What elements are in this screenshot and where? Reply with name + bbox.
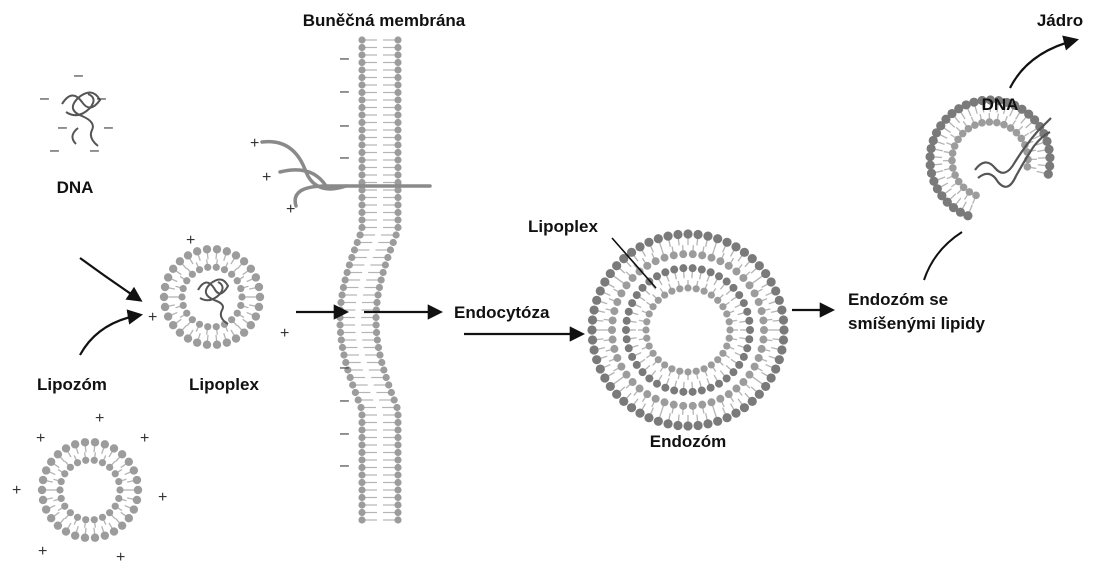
endosome-escape-arc <box>924 95 1055 280</box>
svg-text:+: + <box>95 410 104 427</box>
svg-text:+: + <box>280 325 289 342</box>
svg-text:–: – <box>40 90 49 107</box>
svg-text:–: – <box>90 142 99 159</box>
svg-text:–: – <box>340 83 349 100</box>
label-liposome: Lipozóm <box>37 375 107 394</box>
svg-text:+: + <box>38 543 47 560</box>
svg-text:+: + <box>158 489 167 506</box>
svg-text:+: + <box>116 549 125 565</box>
svg-text:–: – <box>97 90 106 107</box>
svg-text:–: – <box>50 142 59 159</box>
svg-text:–: – <box>340 392 349 409</box>
liposome-vesicle <box>38 438 142 542</box>
svg-text:–: – <box>340 457 349 474</box>
svg-text:–: – <box>340 117 349 134</box>
label-lipoplex-inner: Lipoplex <box>528 217 598 236</box>
svg-text:–: – <box>58 119 67 136</box>
svg-text:–: – <box>340 149 349 166</box>
label-endocytosis: Endocytóza <box>454 303 550 322</box>
svg-text:–: – <box>340 425 349 442</box>
label-endosome-mixed-1: Endozóm se <box>848 290 948 309</box>
svg-text:+: + <box>250 135 259 152</box>
svg-text:+: + <box>286 201 295 218</box>
svg-text:–: – <box>104 119 113 136</box>
svg-text:–: – <box>340 359 349 376</box>
lipoplex-vesicle <box>160 245 264 349</box>
label-nucleus: Jádro <box>1037 11 1083 30</box>
label-lipoplex-left: Lipoplex <box>189 375 259 394</box>
arrow-to-nucleus <box>1010 40 1076 88</box>
svg-text:+: + <box>148 309 157 326</box>
svg-text:–: – <box>74 67 83 84</box>
svg-text:+: + <box>186 232 195 249</box>
label-endosome-mixed-2: smíšenými lipidy <box>848 314 986 333</box>
svg-text:+: + <box>12 482 21 499</box>
cell-membrane-bilayer <box>336 36 401 523</box>
liposome-positive-charges: + + + + + + + <box>12 410 167 565</box>
label-cell-membrane: Buněčná membrána <box>303 11 466 30</box>
svg-text:+: + <box>140 430 149 447</box>
label-endosome: Endozóm <box>650 432 727 451</box>
label-dna-left: DNA <box>57 178 94 197</box>
svg-text:–: – <box>340 50 349 67</box>
svg-text:+: + <box>36 430 45 447</box>
svg-text:+: + <box>262 169 271 186</box>
dna-coil-icon <box>62 92 100 146</box>
arrow-liposome-upper <box>80 258 140 300</box>
endosome-vesicle <box>587 229 788 430</box>
arrow-liposome-lower <box>80 315 140 355</box>
label-dna-right: DNA <box>982 95 1019 114</box>
